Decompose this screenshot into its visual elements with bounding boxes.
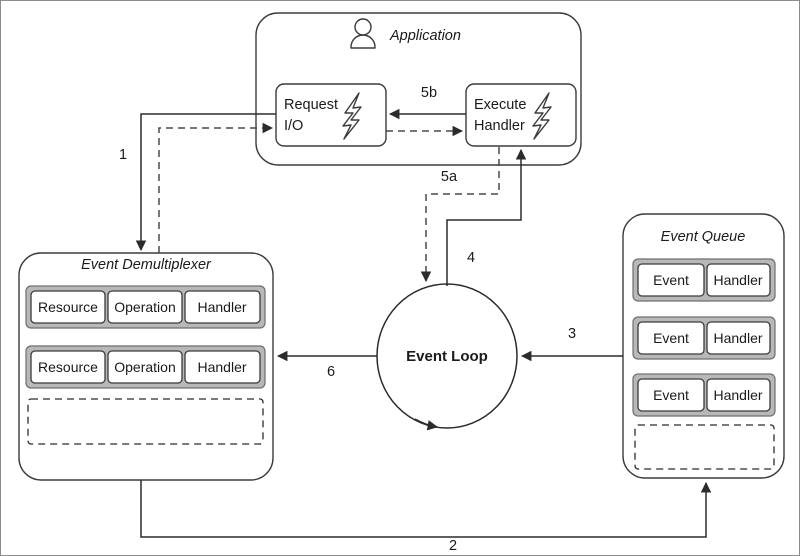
flow-5a-label: 5a <box>441 169 458 185</box>
queue-cell-handler <box>706 321 771 355</box>
request-io-label-line1: Request <box>284 97 338 113</box>
queue-row[interactable]: Event Handler <box>632 373 776 417</box>
request-io-box <box>275 83 387 147</box>
request-io-node[interactable]: Request I/O <box>275 83 387 147</box>
demux-cell-resource-label: Resource <box>38 359 98 375</box>
queue-cell-handler <box>706 263 771 297</box>
demux-cell-handler <box>184 290 261 324</box>
queue-cell-event-label: Event <box>653 272 689 288</box>
flow-3: 3 <box>520 326 623 362</box>
application-container[interactable]: Application Request I/O Execute Handler <box>255 12 582 166</box>
flow-1: 1 <box>119 113 276 252</box>
flow-1-path <box>135 113 276 252</box>
event-demultiplexer-label: Event Demultiplexer <box>81 257 212 273</box>
flow-2-path <box>140 480 712 538</box>
event-loop-rotation-arrow <box>414 418 439 431</box>
demux-cell-operation-label: Operation <box>114 299 175 315</box>
flow-5a-path <box>420 147 500 283</box>
demux-cell-resource <box>30 290 106 324</box>
flow-2-label: 2 <box>449 538 457 554</box>
application-label: Application <box>389 28 461 44</box>
demux-cell-resource-label: Resource <box>38 299 98 315</box>
flow-5b: 5b <box>388 85 466 120</box>
flow-5a: 5a <box>420 147 500 283</box>
flow-4-path <box>446 148 527 286</box>
request-io-label-line2: I/O <box>284 118 303 134</box>
demux-row[interactable]: Resource Operation Handler <box>25 285 266 329</box>
event-loop-label: Event Loop <box>406 348 488 365</box>
queue-cell-handler-label: Handler <box>713 387 762 403</box>
execute-handler-label-line1: Execute <box>474 97 526 113</box>
queue-cell-handler-label: Handler <box>713 330 762 346</box>
event-demultiplexer-container[interactable]: Event Demultiplexer Resource Operation H… <box>18 252 274 481</box>
demux-cell-operation <box>107 290 183 324</box>
flow-1-label: 1 <box>119 147 127 163</box>
lightning-bolt-icon <box>342 92 362 140</box>
queue-cell-event <box>637 321 705 355</box>
queue-cell-event <box>637 378 705 412</box>
queue-cell-event-label: Event <box>653 330 689 346</box>
event-queue-container[interactable]: Event Queue Event Handler Event Handler <box>622 213 785 479</box>
queue-cell-event <box>637 263 705 297</box>
queue-empty-slot <box>634 424 775 470</box>
flow-6: 6 <box>276 350 377 380</box>
demux-cell-operation <box>107 350 183 384</box>
flow-demux-to-request-path <box>158 122 274 253</box>
demux-cell-operation-label: Operation <box>114 359 175 375</box>
event-loop-node[interactable]: Event Loop <box>376 283 518 431</box>
demux-cell-handler <box>184 350 261 384</box>
demux-cell-handler-label: Handler <box>197 359 246 375</box>
execute-handler-label-line2: Handler <box>474 118 525 134</box>
execute-handler-node[interactable]: Execute Handler <box>465 83 577 147</box>
demux-row[interactable]: Resource Operation Handler <box>25 345 266 389</box>
person-icon <box>350 18 376 49</box>
event-queue-label: Event Queue <box>661 229 746 245</box>
execute-handler-box <box>465 83 577 147</box>
flow-4: 4 <box>446 148 527 286</box>
queue-cell-handler <box>706 378 771 412</box>
flow-5b-label: 5b <box>421 85 437 101</box>
flow-4-label: 4 <box>467 250 475 266</box>
queue-row[interactable]: Event Handler <box>632 258 776 302</box>
flow-6-label: 6 <box>327 364 335 380</box>
queue-cell-event-label: Event <box>653 387 689 403</box>
flow-3-label: 3 <box>568 326 576 342</box>
queue-cell-handler-label: Handler <box>713 272 762 288</box>
flow-demux-to-request <box>158 122 274 253</box>
lightning-bolt-icon <box>532 92 552 140</box>
demux-cell-resource <box>30 350 106 384</box>
queue-row[interactable]: Event Handler <box>632 316 776 360</box>
flow-2: 2 <box>140 480 712 554</box>
demux-empty-slot <box>27 398 264 445</box>
demux-cell-handler-label: Handler <box>197 299 246 315</box>
